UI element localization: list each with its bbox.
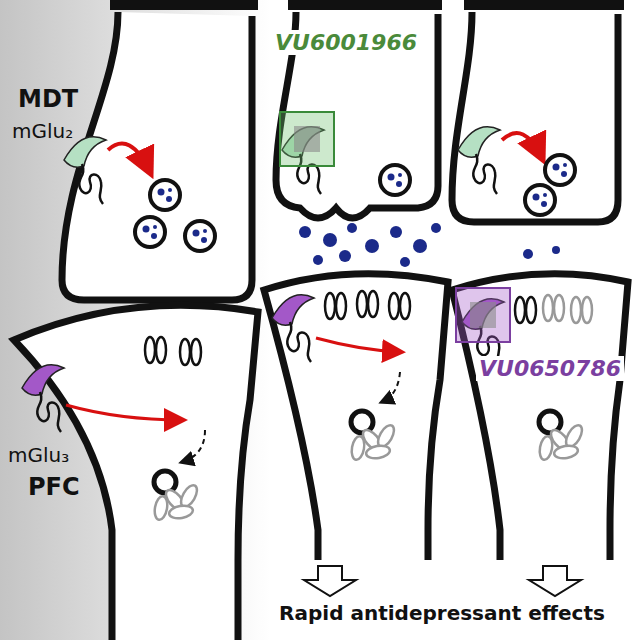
outcome-label: Rapid antidepressant effects <box>279 602 605 625</box>
compound-label: VU0650786 <box>476 356 624 381</box>
receptor-label: mGlu₂ <box>12 120 73 143</box>
receptor-label: mGlu₃ <box>8 444 69 467</box>
compound-label: VU6001966 <box>272 30 420 55</box>
region-label: MDT <box>18 86 78 114</box>
region-label: PFC <box>28 474 80 502</box>
